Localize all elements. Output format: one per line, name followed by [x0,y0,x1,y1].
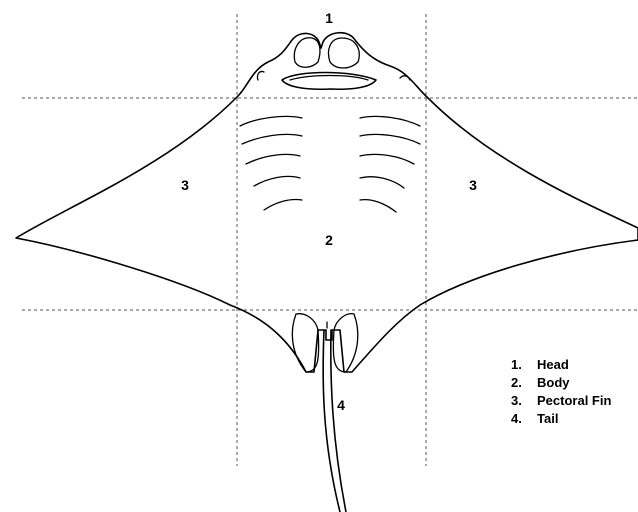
legend-number: 3. [511,393,522,408]
left-eye [257,71,264,80]
pelvic-fins [292,314,358,372]
gill-slit [264,199,302,210]
right-pelvic-fin [333,314,357,372]
gill-slit [360,134,420,144]
body-outline [16,33,638,372]
legend: 1. Head 2. Body 3. Pectoral Fin 4. Tail [511,357,611,426]
legend-label-tail: Tail [537,411,558,426]
label-body-number: 2 [325,232,333,248]
label-right-fin-number: 3 [469,177,477,193]
gill-slit [242,134,302,144]
legend-label-head: Head [537,357,569,372]
gill-slit [254,176,300,186]
legend-number: 4. [511,411,522,426]
label-left-fin-number: 3 [181,177,189,193]
legend-number: 2. [511,375,522,390]
gill-slit [246,154,300,164]
gill-slits [240,116,420,212]
left-cephalic-lobe [294,38,320,67]
gill-slit [360,116,420,126]
gill-slit [360,154,414,164]
gill-slit [360,200,396,212]
legend-label-body: Body [537,375,570,390]
legend-number: 1. [511,357,522,372]
label-tail-number: 4 [337,397,345,413]
gill-slit [360,177,404,188]
label-head-number: 1 [325,10,333,26]
head-details [257,38,410,89]
gill-slit [240,116,302,126]
right-cephalic-lobe [329,38,360,68]
mouth-inner [290,76,368,81]
legend-label-pectoral-fin: Pectoral Fin [537,393,611,408]
